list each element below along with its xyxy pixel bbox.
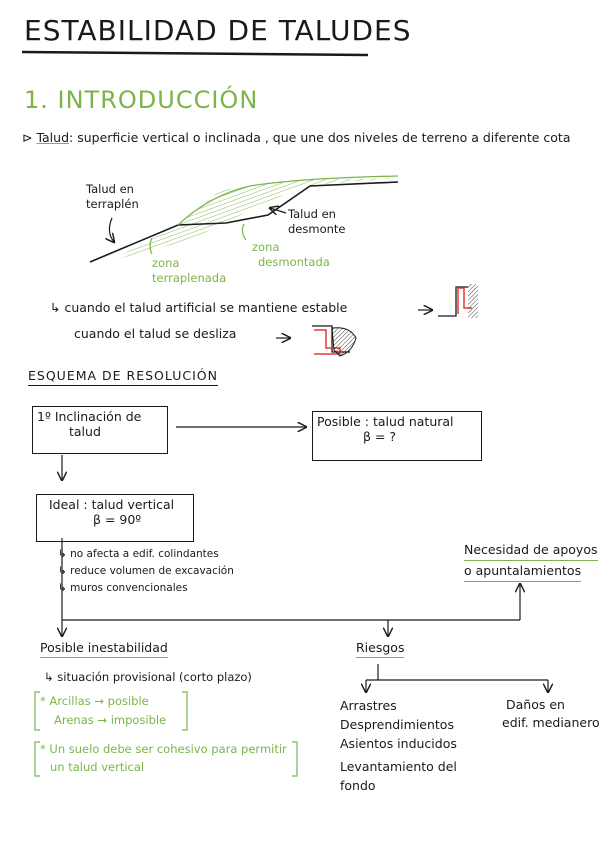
riesgos-list-left: Arrastres Desprendimientos Asientos indu… (340, 696, 457, 795)
title-underline (21, 50, 369, 57)
necesidad-apoyos: Necesidad de apoyos o apuntalamientos (464, 540, 598, 582)
box-inclinacion: 1º Inclinación de talud (32, 406, 168, 454)
riesgo-item: Desprendimientos (340, 717, 454, 732)
bracket-suelo-cohesivo: * Un suelo debe ser cohesivo para permit… (40, 742, 287, 774)
inestabilidad-note: ↳ situación provisional (corto plazo) (44, 670, 252, 684)
box-ideal: Ideal : talud vertical β = 90º (36, 494, 194, 542)
arrow-icon: ↳ (50, 300, 65, 315)
riesgo-item: Arrastres (340, 698, 397, 713)
case-slides: cuando el talud se desliza (74, 326, 237, 341)
label-zona-terraplenada: zona terraplenada (152, 256, 227, 285)
stable-wall-sketch (418, 284, 478, 318)
scheme-title: ESQUEMA DE RESOLUCIÓN (28, 368, 218, 386)
label-talud-terraplen: Talud en terraplén (86, 182, 139, 211)
section-heading: 1. INTRODUCCIÓN (24, 86, 259, 114)
talud-definition: ⊳ Talud: superficie vertical o inclinada… (22, 130, 571, 145)
label-zona-desmontada: zona desmontada (252, 240, 330, 269)
green-brackets (34, 691, 298, 777)
box-posible: Posible : talud natural β = ? (312, 411, 482, 461)
riesgos-list-right: Daños en edif. medianeros (502, 697, 599, 730)
talud-definition-text: : superficie vertical o inclinada , que … (69, 130, 571, 145)
riesgo-item: Levantamiento del (340, 759, 457, 774)
arrow-icon: ⊳ (22, 130, 37, 145)
riesgos-title: Riesgos (356, 640, 405, 658)
bracket-arcillas-arenas: * Arcillas → posible Arenas → imposible (40, 694, 167, 727)
talud-term: Talud (36, 130, 70, 145)
page-title: ESTABILIDAD DE TALUDES (24, 14, 412, 47)
case-stable: ↳ cuando el talud artificial se mantiene… (50, 300, 348, 315)
sliding-wall-sketch (276, 325, 357, 357)
label-talud-desmonte: Talud en desmonte (288, 207, 346, 236)
riesgo-item: fondo (340, 778, 376, 793)
inestabilidad-title: Posible inestabilidad (40, 640, 168, 658)
riesgo-item: Asientos inducidos (340, 736, 457, 751)
talud-profile-diagram (89, 175, 399, 263)
